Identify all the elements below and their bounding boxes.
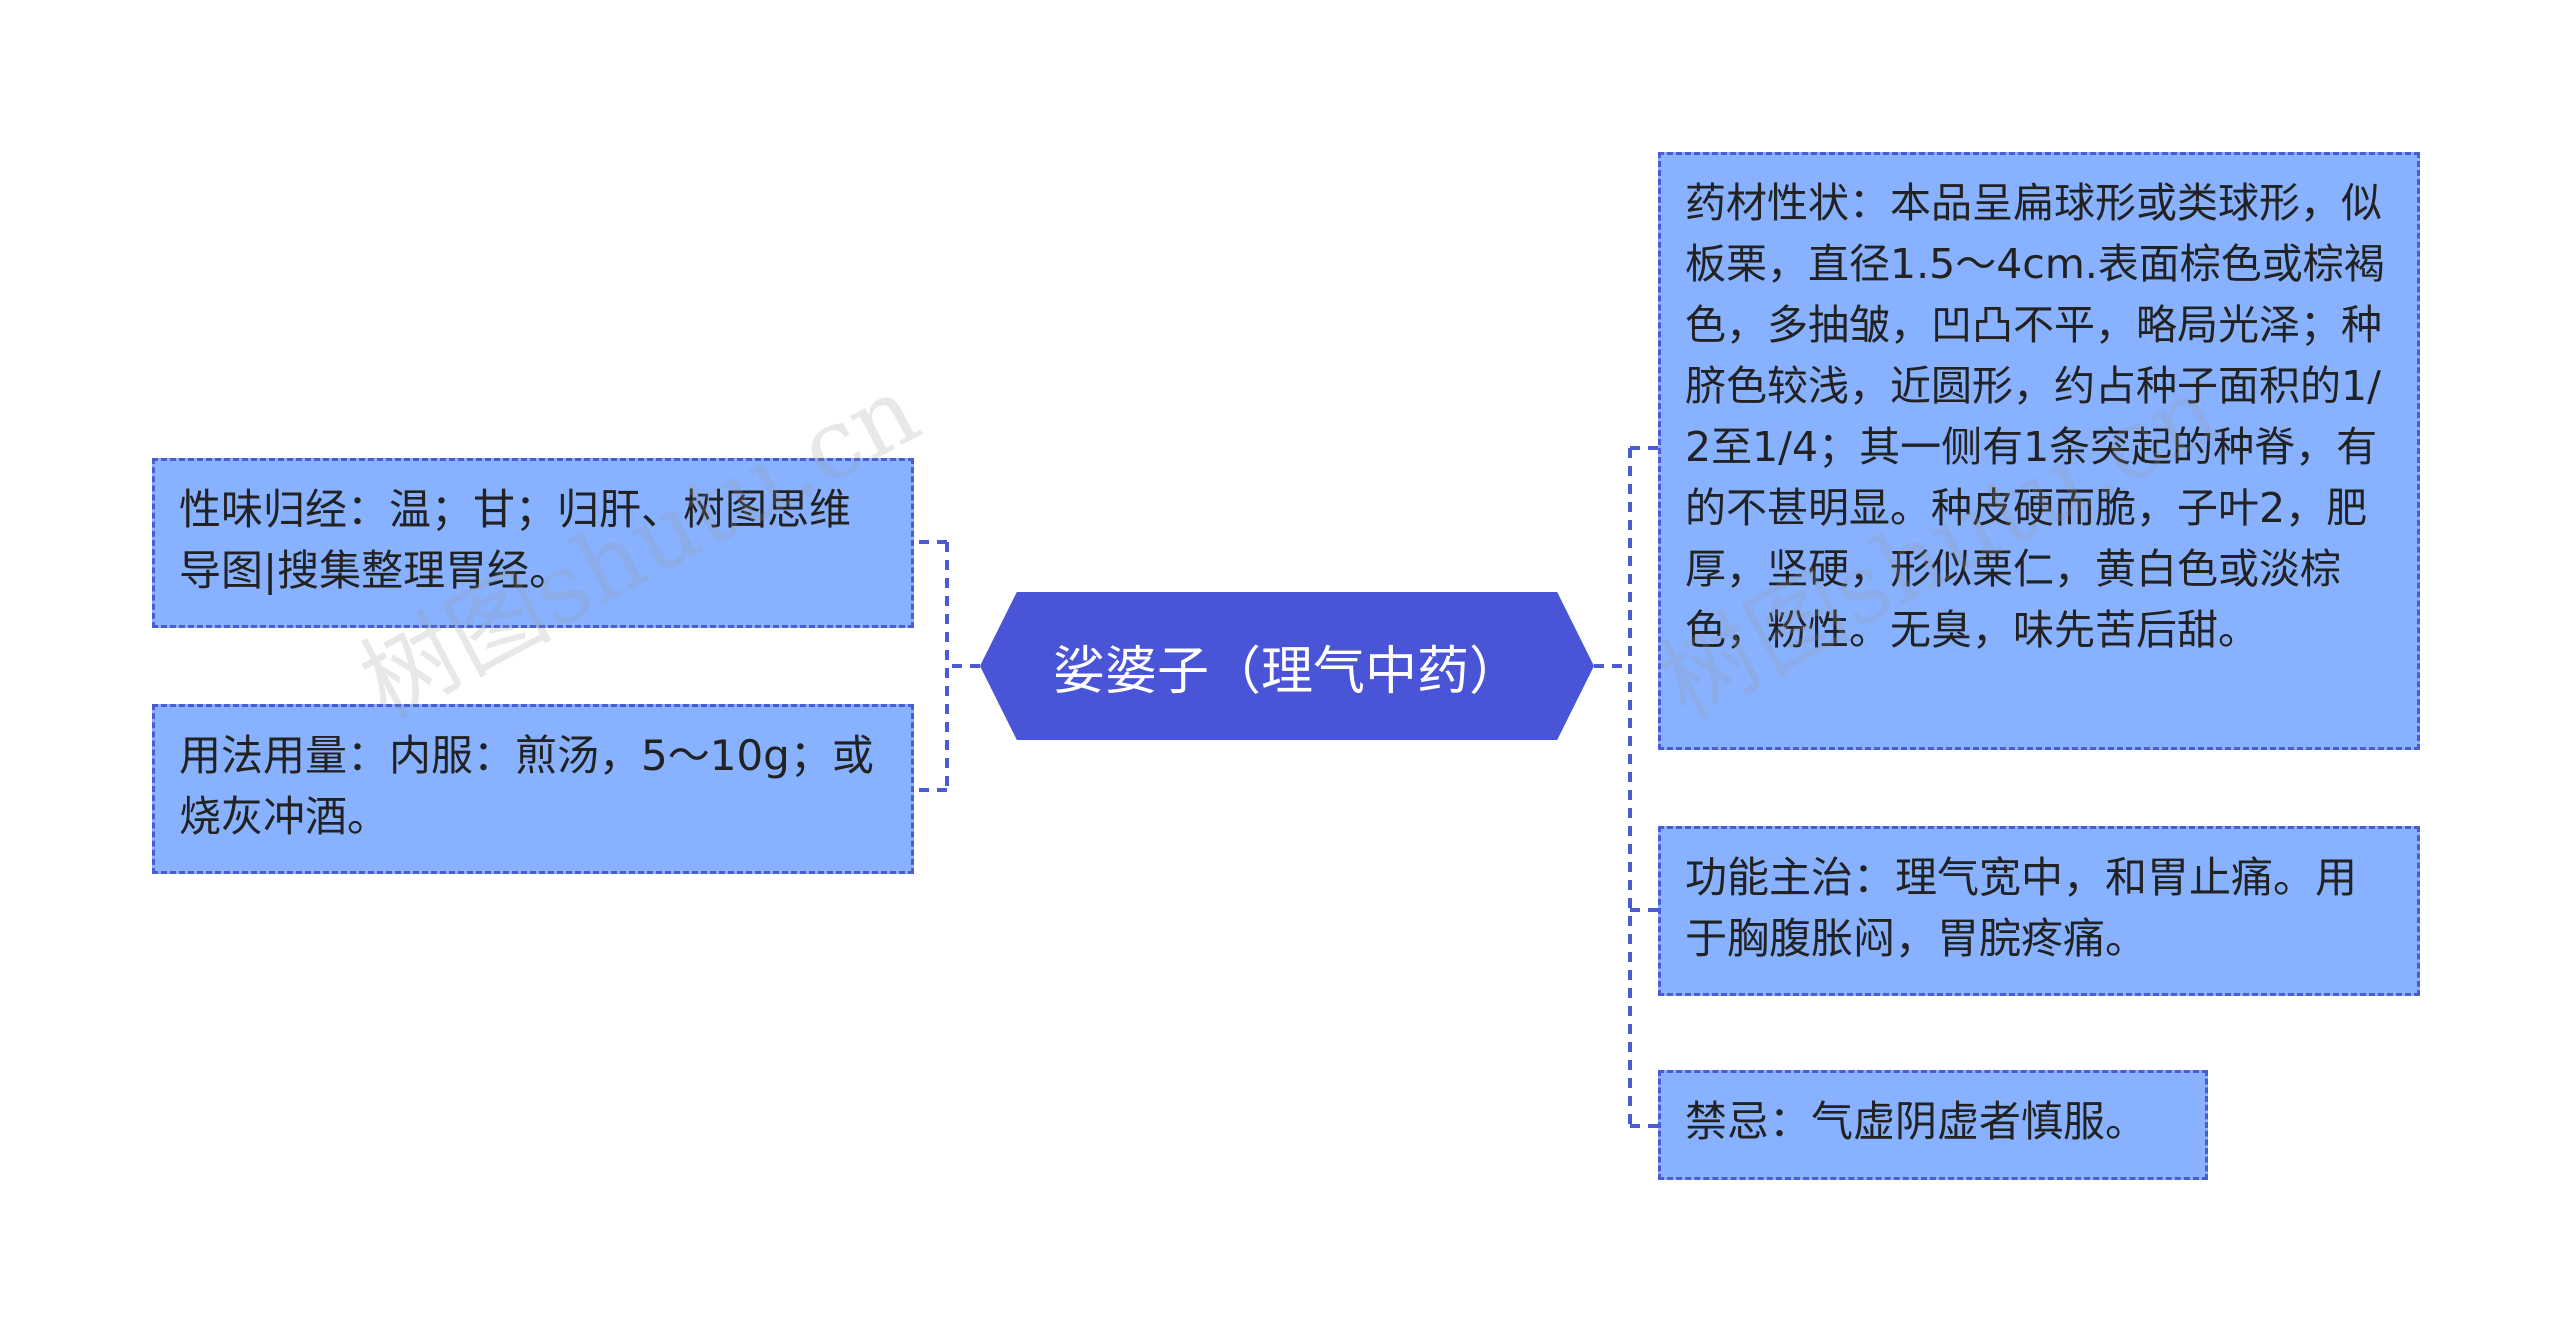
right-node-appearance[interactable]: 药材性状：本品呈扁球形或类球形，似板栗，直径1.5～4cm.表面棕色或棕褐色，多… <box>1658 152 2420 750</box>
right-node-contraindication[interactable]: 禁忌：气虚阴虚者慎服。 <box>1658 1070 2208 1180</box>
left-node-usage-dosage[interactable]: 用法用量：内服：煎汤，5～10g；或烧灰冲酒。 <box>152 704 914 874</box>
center-node-label: 娑婆子（理气中药） <box>1052 641 1521 702</box>
left-node-flavor-meridian[interactable]: 性味归经：温；甘；归肝、树图思维导图|搜集整理胃经。 <box>152 458 914 628</box>
center-node[interactable] <box>980 592 1594 740</box>
right-node-function[interactable]: 功能主治：理气宽中，和胃止痛。用于胸腹胀闷，胃脘疼痛。 <box>1658 826 2420 996</box>
